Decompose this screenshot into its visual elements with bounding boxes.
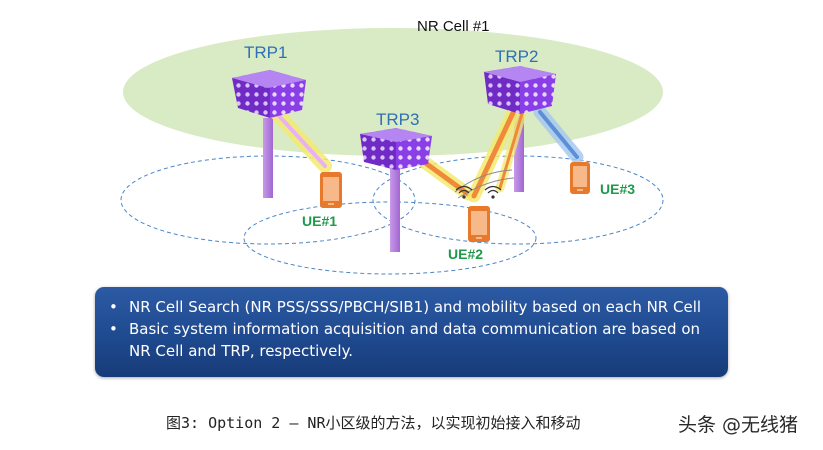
trp1-label: TRP1 bbox=[244, 43, 287, 62]
trp2-antenna bbox=[484, 66, 556, 114]
info-bullet-text: NR Cell Search (NR PSS/SSS/PBCH/SIB1) an… bbox=[129, 298, 702, 316]
info-bullet: •NR Cell Search (NR PSS/SSS/PBCH/SIB1) a… bbox=[109, 298, 702, 316]
ue1-phone bbox=[320, 172, 342, 208]
signal-icon bbox=[484, 185, 502, 199]
nr-cell-label: NR Cell #1 bbox=[417, 18, 490, 35]
beam-trp1-ue1 bbox=[263, 99, 332, 173]
trp3-pole bbox=[390, 168, 400, 252]
ue2-phone bbox=[468, 206, 490, 242]
nr-cell-area bbox=[123, 28, 663, 156]
watermark: 头条 @无线猪 bbox=[678, 414, 799, 436]
beam-trp2-ue2 bbox=[467, 91, 531, 203]
trp1-pole bbox=[263, 118, 273, 198]
trp3-label: TRP3 bbox=[376, 110, 419, 129]
link-arc bbox=[454, 169, 513, 193]
beam-trp2-ue3 bbox=[533, 105, 584, 164]
info-box: •NR Cell Search (NR PSS/SSS/PBCH/SIB1) a… bbox=[95, 287, 728, 377]
trp2-pole bbox=[514, 112, 524, 192]
signal-icon bbox=[455, 185, 473, 199]
trp2-label: TRP2 bbox=[495, 47, 538, 66]
ue3-label: UE#3 bbox=[600, 181, 635, 197]
info-bullet-text: Basic system information acquisition and… bbox=[129, 320, 701, 360]
trp3-antenna bbox=[360, 128, 432, 170]
trp3-coverage-area bbox=[243, 201, 537, 275]
figure-caption: 图3: Option 2 – NR小区级的方法，以实现初始接入和移动 bbox=[166, 414, 581, 432]
ue2-label: UE#2 bbox=[448, 246, 483, 262]
trp1-antenna bbox=[232, 70, 306, 118]
link-arc bbox=[457, 177, 515, 199]
info-bullet: •Basic system information acquisition an… bbox=[109, 320, 701, 360]
ue1-label: UE#1 bbox=[302, 213, 337, 229]
ue3-phone bbox=[570, 162, 590, 194]
